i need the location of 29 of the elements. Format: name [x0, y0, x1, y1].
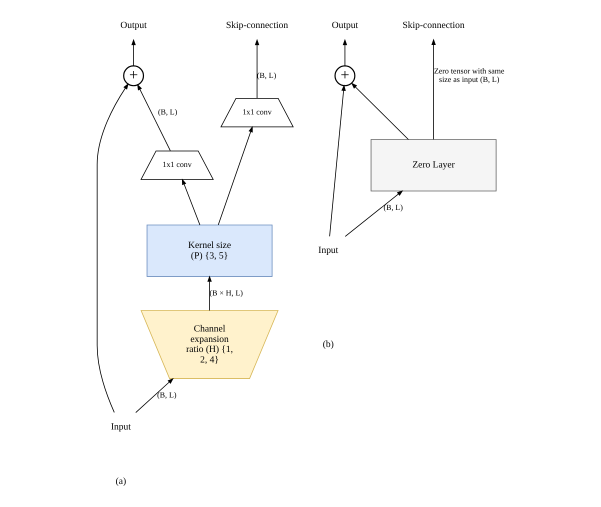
node-text: Skip-connection: [225, 20, 288, 31]
arrow: [350, 82, 408, 140]
node-circle: +: [122, 65, 144, 86]
arrow: [328, 84, 346, 237]
edge-label: Zero tensor with same size as input (B, L): [433, 66, 504, 84]
label: (b): [322, 340, 334, 350]
arrow: [344, 190, 403, 237]
arrow: [136, 84, 170, 152]
node-box: Zero Layer: [370, 139, 496, 192]
node-text: Skip-connection: [402, 20, 464, 31]
node-circle: +: [334, 65, 355, 86]
arrow: [217, 126, 252, 226]
edge-label: (B, L): [383, 202, 402, 212]
node-box: Kernel size (P) {3, 5}: [146, 224, 272, 277]
arrow: [206, 275, 212, 311]
arrow: [181, 178, 200, 226]
edge-label: (B, L): [157, 108, 177, 117]
arrow: [254, 38, 259, 98]
arrow: [130, 38, 136, 66]
label: (a): [115, 476, 126, 487]
node-text: Input: [110, 422, 130, 432]
edge-label: (B, L): [156, 390, 176, 400]
arrow: [342, 38, 347, 66]
arrow: [96, 83, 128, 413]
arrow: [430, 38, 436, 140]
node-text: Input: [318, 246, 338, 256]
arrow: [134, 378, 174, 413]
node-text: Output: [120, 20, 146, 31]
node-text: Output: [331, 20, 358, 31]
